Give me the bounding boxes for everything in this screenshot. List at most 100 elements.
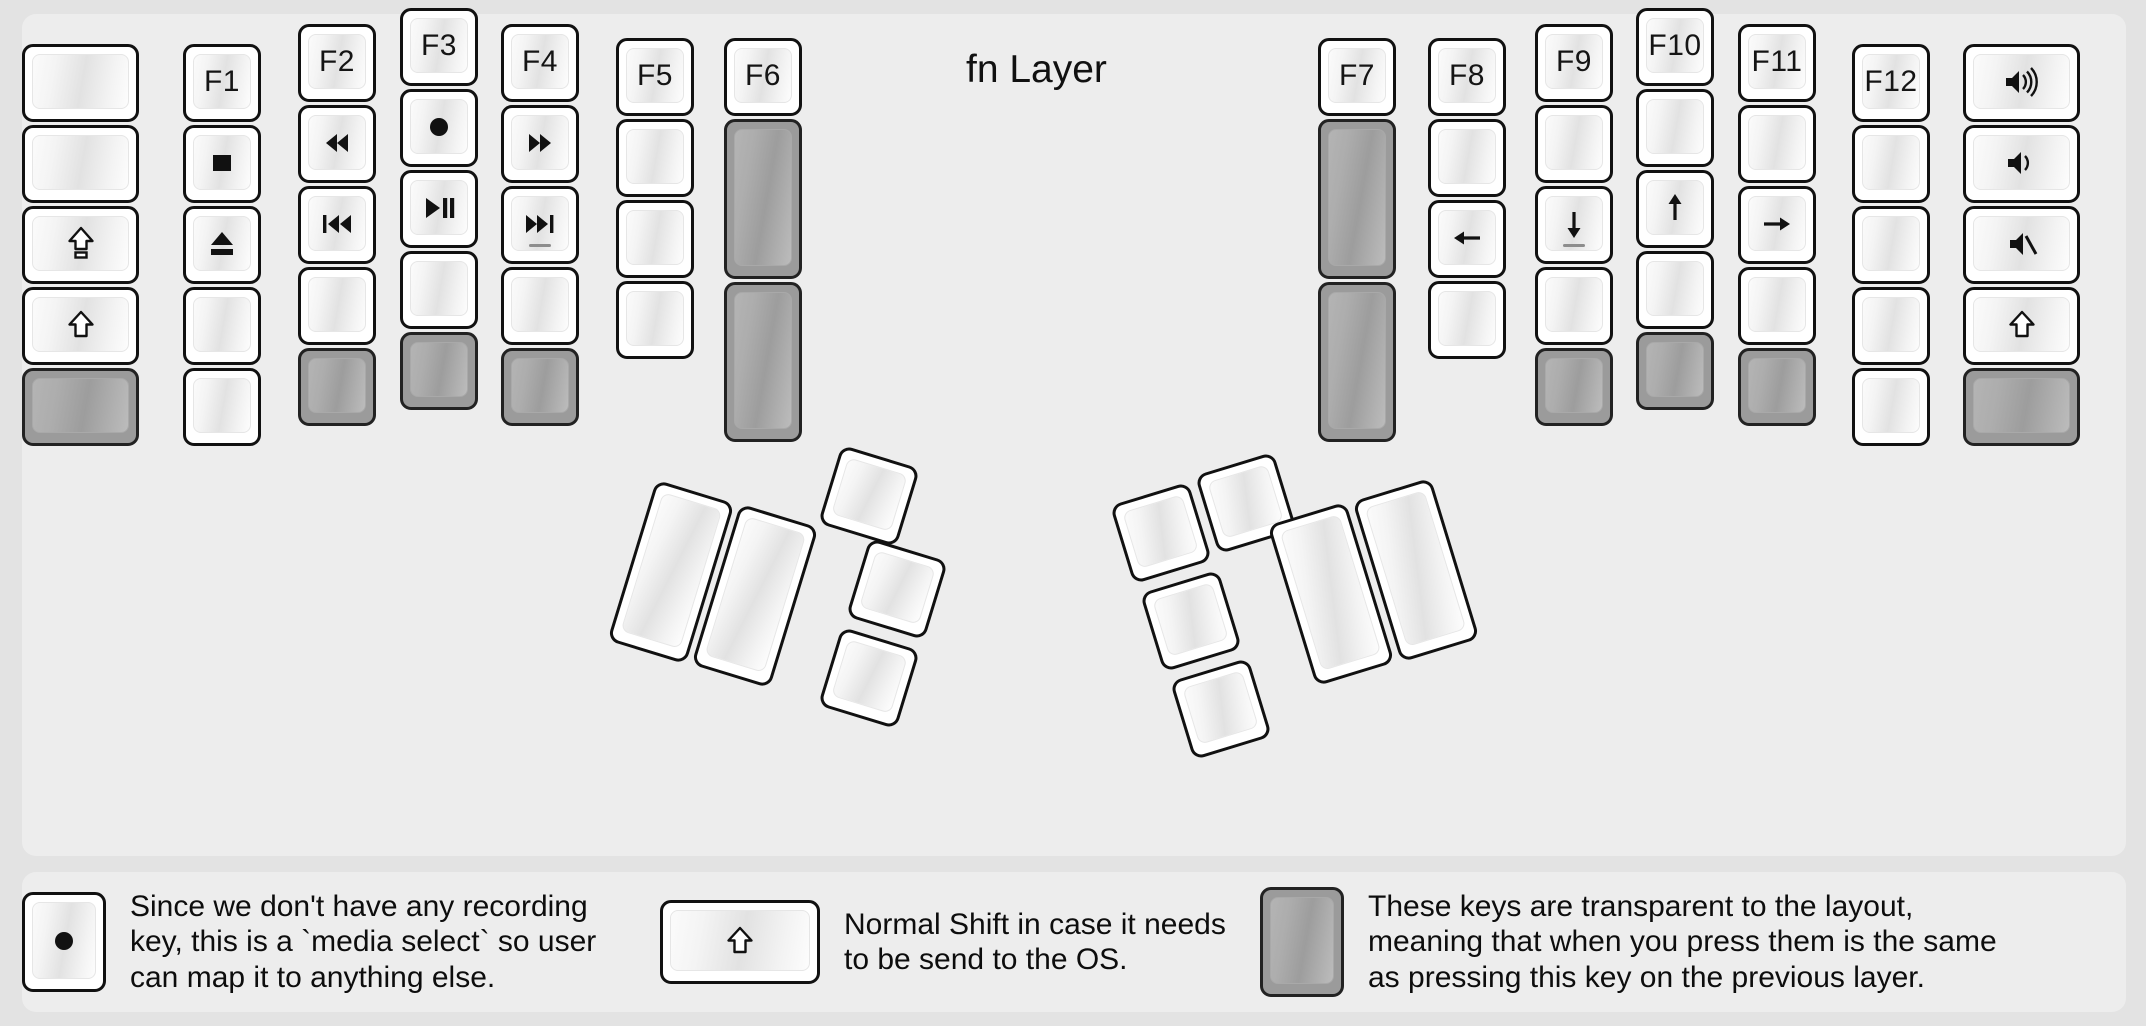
key-legend-text: F4 <box>521 44 558 78</box>
left-key-col-outer-r1[interactable] <box>22 125 139 203</box>
arrow-up-icon <box>1655 188 1695 228</box>
left-key-col-ring-r1[interactable] <box>298 105 376 183</box>
key-legend-text: F9 <box>1555 44 1592 78</box>
keycap-surface: F4 <box>511 34 569 89</box>
right-key-col-index-r1[interactable] <box>1535 105 1613 183</box>
left-key-col-pinky-r1[interactable] <box>183 125 261 203</box>
media-playpause-icon <box>419 188 459 228</box>
left-key-col-pinky-r2[interactable] <box>183 206 261 284</box>
right-key-col-inner1-r2[interactable] <box>1428 200 1506 278</box>
left-key-col-middle-r2[interactable] <box>400 170 478 248</box>
left-key-col-ring-r0[interactable]: F2 <box>298 24 376 102</box>
left-key-col-inner1-r2[interactable] <box>616 200 694 278</box>
left-key-col-pinky-r0[interactable]: F1 <box>183 44 261 122</box>
left-key-col-ring-r2[interactable] <box>298 186 376 264</box>
right-key-col-index-r2[interactable] <box>1535 186 1613 264</box>
right-key-col-outer-r3[interactable] <box>1963 287 2080 365</box>
left-key-col-outer-r4[interactable] <box>22 368 139 446</box>
legend-key-1[interactable] <box>660 900 820 984</box>
keycap-surface <box>32 135 129 190</box>
right-key-col-ring-r3[interactable] <box>1738 267 1816 345</box>
right-key-col-outer-r1[interactable] <box>1963 125 2080 203</box>
legend-sample-key-0 <box>22 892 106 992</box>
right-key-col-outer-r0[interactable] <box>1963 44 2080 122</box>
left-key-col-pinky-r4[interactable] <box>183 368 261 446</box>
homing-indicator <box>1563 244 1585 247</box>
left-key-col-inner2-r2[interactable] <box>724 282 802 442</box>
media-record-icon <box>419 107 459 147</box>
right-key-col-ring-r0[interactable]: F11 <box>1738 24 1816 102</box>
keycap-surface <box>32 216 129 271</box>
right-key-col-ring-r1[interactable] <box>1738 105 1816 183</box>
left-key-col-inner1-r1[interactable] <box>616 119 694 197</box>
key-legend-text: F3 <box>420 28 457 62</box>
homing-indicator <box>529 244 551 247</box>
left-key-col-outer-r2[interactable] <box>22 206 139 284</box>
right-key-col-outer-r2[interactable] <box>1963 206 2080 284</box>
right-key-col-inner1-r1[interactable] <box>1428 119 1506 197</box>
right-key-col-pinky-r1[interactable] <box>1852 125 1930 203</box>
legend-description-2: These keys are transparent to the layout… <box>1368 890 1997 994</box>
right-key-col-pinky-r3[interactable] <box>1852 287 1930 365</box>
keycap-surface <box>511 115 569 170</box>
legend-description-0: Since we don't have any recording key, t… <box>130 890 597 994</box>
right-key-col-inner1-r0[interactable]: F8 <box>1428 38 1506 116</box>
media-eject-icon <box>202 224 242 264</box>
right-key-col-inner1-r3[interactable] <box>1428 281 1506 359</box>
right-key-col-ring-r2[interactable] <box>1738 186 1816 264</box>
keycap-surface <box>1973 54 2070 109</box>
left-key-col-middle-r4[interactable] <box>400 332 478 410</box>
left-key-col-outer-r3[interactable] <box>22 287 139 365</box>
right-key-col-pinky-r4[interactable] <box>1852 368 1930 446</box>
left-key-col-outer-r0[interactable] <box>22 44 139 122</box>
right-key-col-index-r0[interactable]: F9 <box>1535 24 1613 102</box>
right-key-col-inner2-r0[interactable]: F7 <box>1318 38 1396 116</box>
right-key-col-index-r3[interactable] <box>1535 267 1613 345</box>
right-key-col-middle-r1[interactable] <box>1636 89 1714 167</box>
right-key-col-ring-r4[interactable] <box>1738 348 1816 426</box>
right-key-col-middle-r0[interactable]: F10 <box>1636 8 1714 86</box>
right-key-col-index-r4[interactable] <box>1535 348 1613 426</box>
legend-item-2: These keys are transparent to the layout… <box>1260 872 1997 1012</box>
right-key-col-middle-r3[interactable] <box>1636 251 1714 329</box>
volume-up-icon <box>2002 62 2042 102</box>
keycap-surface <box>1328 292 1386 429</box>
keycap-surface: F7 <box>1328 48 1386 103</box>
keycap-surface: F3 <box>410 18 468 73</box>
legend-key-2[interactable] <box>1260 887 1344 997</box>
media-prev-icon <box>317 204 357 244</box>
legend-key-0[interactable] <box>22 892 106 992</box>
arrow-down-icon <box>1554 204 1594 244</box>
left-key-col-inner1-r0[interactable]: F5 <box>616 38 694 116</box>
keycap-surface <box>193 216 251 271</box>
left-key-col-index-r1[interactable] <box>501 105 579 183</box>
right-key-col-middle-r2[interactable] <box>1636 170 1714 248</box>
left-key-col-inner1-r3[interactable] <box>616 281 694 359</box>
left-key-col-index-r2[interactable] <box>501 186 579 264</box>
keycap-surface <box>410 342 468 397</box>
left-key-col-inner2-r0[interactable]: F6 <box>724 38 802 116</box>
keycap-surface <box>626 291 684 346</box>
left-key-col-index-r4[interactable] <box>501 348 579 426</box>
right-key-col-pinky-r0[interactable]: F12 <box>1852 44 1930 122</box>
left-key-col-middle-r0[interactable]: F3 <box>400 8 478 86</box>
keycap-surface <box>1545 277 1603 332</box>
left-key-col-pinky-r3[interactable] <box>183 287 261 365</box>
left-key-col-ring-r4[interactable] <box>298 348 376 426</box>
keycap-surface <box>1862 378 1920 433</box>
left-key-col-ring-r3[interactable] <box>298 267 376 345</box>
left-key-col-index-r3[interactable] <box>501 267 579 345</box>
right-key-col-middle-r4[interactable] <box>1636 332 1714 410</box>
right-key-col-outer-r4[interactable] <box>1963 368 2080 446</box>
left-key-col-inner2-r1[interactable] <box>724 119 802 279</box>
right-key-col-inner2-r1[interactable] <box>1318 119 1396 279</box>
keycap-surface <box>1862 216 1920 271</box>
right-key-col-pinky-r2[interactable] <box>1852 206 1930 284</box>
left-key-col-middle-r3[interactable] <box>400 251 478 329</box>
left-key-col-middle-r1[interactable] <box>400 89 478 167</box>
right-key-col-inner2-r2[interactable] <box>1318 282 1396 442</box>
keycap-surface: F8 <box>1438 48 1496 103</box>
left-key-col-index-r0[interactable]: F4 <box>501 24 579 102</box>
keycap-surface: F1 <box>193 54 251 109</box>
